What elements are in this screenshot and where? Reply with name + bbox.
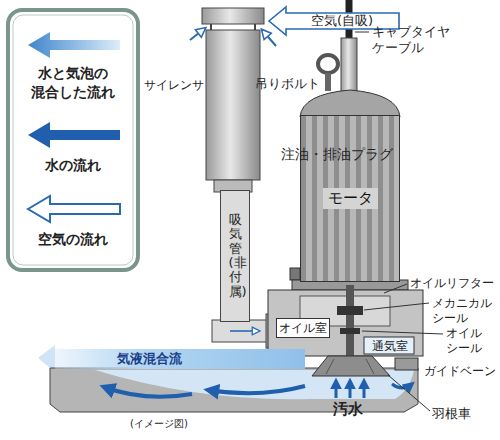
air-flow-arrow bbox=[230, 330, 258, 332]
air-inflow-arrow bbox=[190, 29, 204, 40]
silencer-post bbox=[210, 24, 212, 30]
silencer-post bbox=[254, 24, 256, 30]
part-label: キャブタイヤ ケーブル bbox=[372, 24, 456, 57]
note: (イメージ図) bbox=[130, 418, 188, 431]
air-inflow-arrow bbox=[263, 31, 276, 46]
guide-vane bbox=[395, 358, 418, 370]
seal-housing bbox=[268, 290, 423, 356]
intake-elbow bbox=[212, 320, 270, 342]
silencer-body bbox=[206, 30, 260, 180]
part-label: サイレンサ bbox=[144, 78, 204, 93]
leader-line bbox=[355, 32, 369, 33]
air-flow-sample-arrow bbox=[28, 196, 120, 222]
shaft bbox=[346, 285, 354, 367]
mechanical-seal bbox=[337, 306, 363, 315]
water-flow-arrow bbox=[335, 381, 338, 398]
mixed-flow-sample-arrow bbox=[28, 32, 120, 58]
box-label: オイル室 bbox=[279, 320, 327, 337]
leader-line bbox=[364, 303, 429, 310]
motor-body: モータ bbox=[300, 115, 400, 282]
mixed-flow-band: 気液混合流 bbox=[55, 349, 305, 369]
motor-label: モータ bbox=[323, 188, 378, 209]
legend-text: 水と気泡の 混合した流れ bbox=[14, 64, 132, 102]
part-label: オイル シール bbox=[446, 326, 486, 356]
part-label: 吊りボルト bbox=[255, 76, 320, 92]
lifting-bolt-ring bbox=[318, 55, 338, 73]
leader-line bbox=[388, 375, 430, 411]
impeller-vane bbox=[326, 359, 334, 374]
flow-label: 汚水 bbox=[333, 400, 363, 419]
intake-pipe: 吸気管(非付属) bbox=[220, 190, 250, 322]
part-label: 羽根車 bbox=[432, 406, 471, 422]
part-label: ガイドベーン bbox=[424, 364, 496, 379]
part-label: オイルリフター bbox=[410, 276, 494, 291]
water-flow-arrow bbox=[349, 381, 352, 398]
legend-inner-frame bbox=[13, 15, 133, 265]
pipe-label: 吸気管(非付属) bbox=[229, 213, 242, 299]
vent-chamber bbox=[364, 337, 414, 354]
oil-seal bbox=[340, 328, 360, 334]
water-flow-sample-arrow bbox=[28, 122, 120, 148]
impeller bbox=[312, 356, 390, 376]
water-flow-arrow bbox=[208, 386, 305, 393]
legend-text: 水の流れ bbox=[14, 156, 132, 175]
cable-gland bbox=[341, 38, 357, 92]
oil-chamber-box: オイル室 bbox=[276, 318, 330, 338]
part-label: 注油・排油プラグ bbox=[281, 146, 295, 164]
leader-line bbox=[384, 284, 407, 293]
impeller-vane bbox=[366, 359, 374, 374]
water-flow-arrow bbox=[363, 381, 366, 398]
legend-text: 空気の流れ bbox=[14, 230, 132, 249]
part-label: 通気室 bbox=[372, 339, 408, 354]
arrow-label: 空気(自吸) bbox=[311, 12, 373, 30]
water-flow-arrow bbox=[104, 387, 192, 397]
motor-dome bbox=[300, 90, 400, 117]
oil-plug bbox=[290, 268, 300, 280]
silencer-cap bbox=[202, 8, 264, 24]
lifting-bolt-stem bbox=[325, 73, 331, 91]
legend-frame bbox=[8, 10, 138, 270]
band-label: 気液混合流 bbox=[117, 350, 182, 368]
leader-line bbox=[362, 331, 443, 334]
part-label: メカニカル シール bbox=[432, 296, 496, 326]
